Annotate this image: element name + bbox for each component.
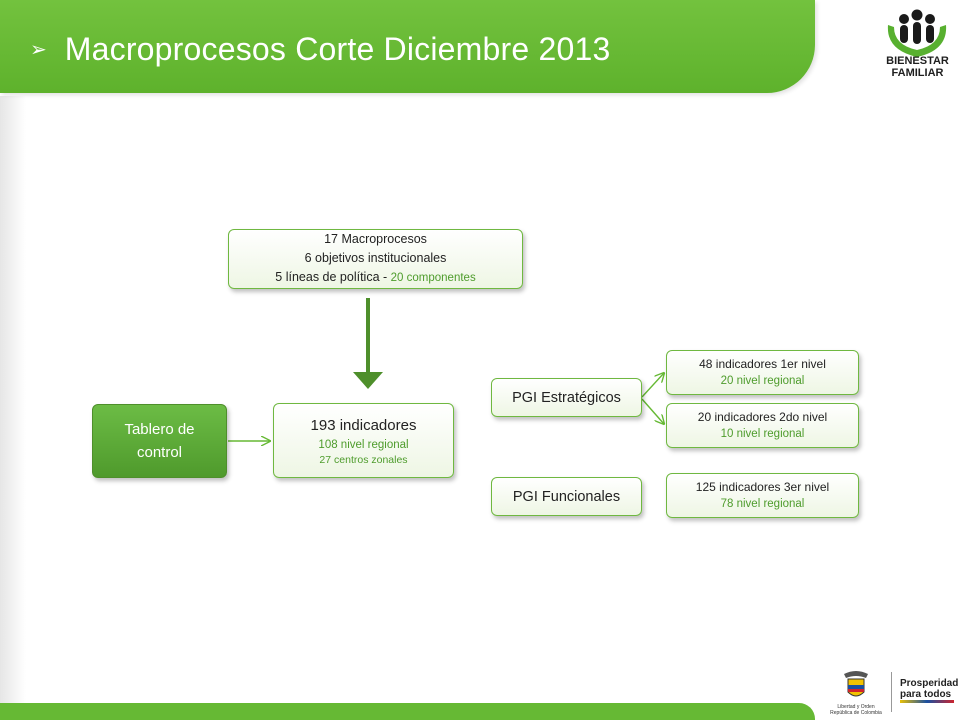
seal-caption-2: República de Colombia bbox=[830, 710, 882, 716]
slide-title: ➢ Macroprocesos Corte Diciembre 2013 bbox=[30, 27, 610, 71]
footer-divider bbox=[891, 672, 892, 712]
nivel2-regional: 10 nivel regional bbox=[720, 427, 805, 440]
pgi-to-nivel1-arrow bbox=[641, 373, 664, 398]
down-arrow-head bbox=[353, 372, 383, 389]
lineas-politica-text: 5 líneas de política - bbox=[275, 270, 391, 284]
icbf-logo-text: BIENESTAR FAMILIAR bbox=[880, 55, 955, 79]
prosperidad-logo: Prosperidad para todos bbox=[900, 678, 959, 703]
footer-bar bbox=[0, 703, 815, 720]
nivel2-main: 20 indicadores 2do nivel bbox=[697, 409, 828, 424]
tablero-line-2: control bbox=[136, 444, 183, 461]
indicadores-regional: 108 nivel regional bbox=[318, 438, 409, 451]
nivel1-regional: 20 nivel regional bbox=[720, 374, 805, 387]
icbf-line-1: BIENESTAR bbox=[886, 55, 949, 67]
nivel3-regional: 78 nivel regional bbox=[720, 497, 805, 510]
tablero-control-box: Tablero de control bbox=[92, 404, 227, 478]
title-text: Macroprocesos Corte Diciembre 2013 bbox=[64, 30, 611, 67]
prosperidad-line-1: Prosperidad bbox=[900, 678, 959, 689]
pgi-funcionales-box: PGI Funcionales bbox=[491, 477, 642, 516]
pgi-estrategicos-label: PGI Estratégicos bbox=[512, 389, 621, 406]
indicadores-box: 193 indicadores 108 nivel regional 27 ce… bbox=[273, 403, 454, 478]
prosperidad-line-2: para todos bbox=[900, 689, 954, 703]
icbf-logo-icon bbox=[887, 9, 947, 57]
indicadores-main: 193 indicadores bbox=[310, 416, 417, 434]
nivel3-box: 125 indicadores 3er nivel 78 nivel regio… bbox=[666, 473, 859, 518]
componentes-text: 20 componentes bbox=[390, 272, 476, 284]
icbf-line-2: FAMILIAR bbox=[891, 67, 944, 79]
title-bullet: ➢ bbox=[30, 37, 47, 61]
pgi-to-nivel2-arrow bbox=[641, 398, 664, 424]
pgi-estrategicos-box: PGI Estratégicos bbox=[491, 378, 642, 417]
tablero-line-1: Tablero de bbox=[124, 421, 195, 438]
seal-caption-1: Libertad y Orden bbox=[837, 704, 875, 710]
colombia-seal-icon bbox=[844, 671, 868, 697]
nivel3-main: 125 indicadores 3er nivel bbox=[695, 479, 830, 494]
seal-caption: Libertad y Orden República de Colombia bbox=[828, 704, 884, 716]
macroprocesos-count: 17 Macroprocesos bbox=[324, 232, 427, 246]
left-shade bbox=[0, 96, 26, 706]
objetivos-count: 6 objetivos institucionales bbox=[304, 251, 447, 265]
nivel1-box: 48 indicadores 1er nivel 20 nivel region… bbox=[666, 350, 859, 395]
nivel1-main: 48 indicadores 1er nivel bbox=[699, 356, 826, 371]
indicadores-zonales: 27 centros zonales bbox=[319, 453, 408, 466]
lineas-politica: 5 líneas de política - 20 componentes bbox=[275, 268, 475, 288]
header-bar: ➢ Macroprocesos Corte Diciembre 2013 bbox=[0, 0, 815, 93]
macroprocesos-box: 17 Macroprocesos 6 objetivos institucion… bbox=[228, 229, 523, 289]
nivel2-box: 20 indicadores 2do nivel 10 nivel region… bbox=[666, 403, 859, 448]
pgi-funcionales-label: PGI Funcionales bbox=[512, 488, 621, 505]
